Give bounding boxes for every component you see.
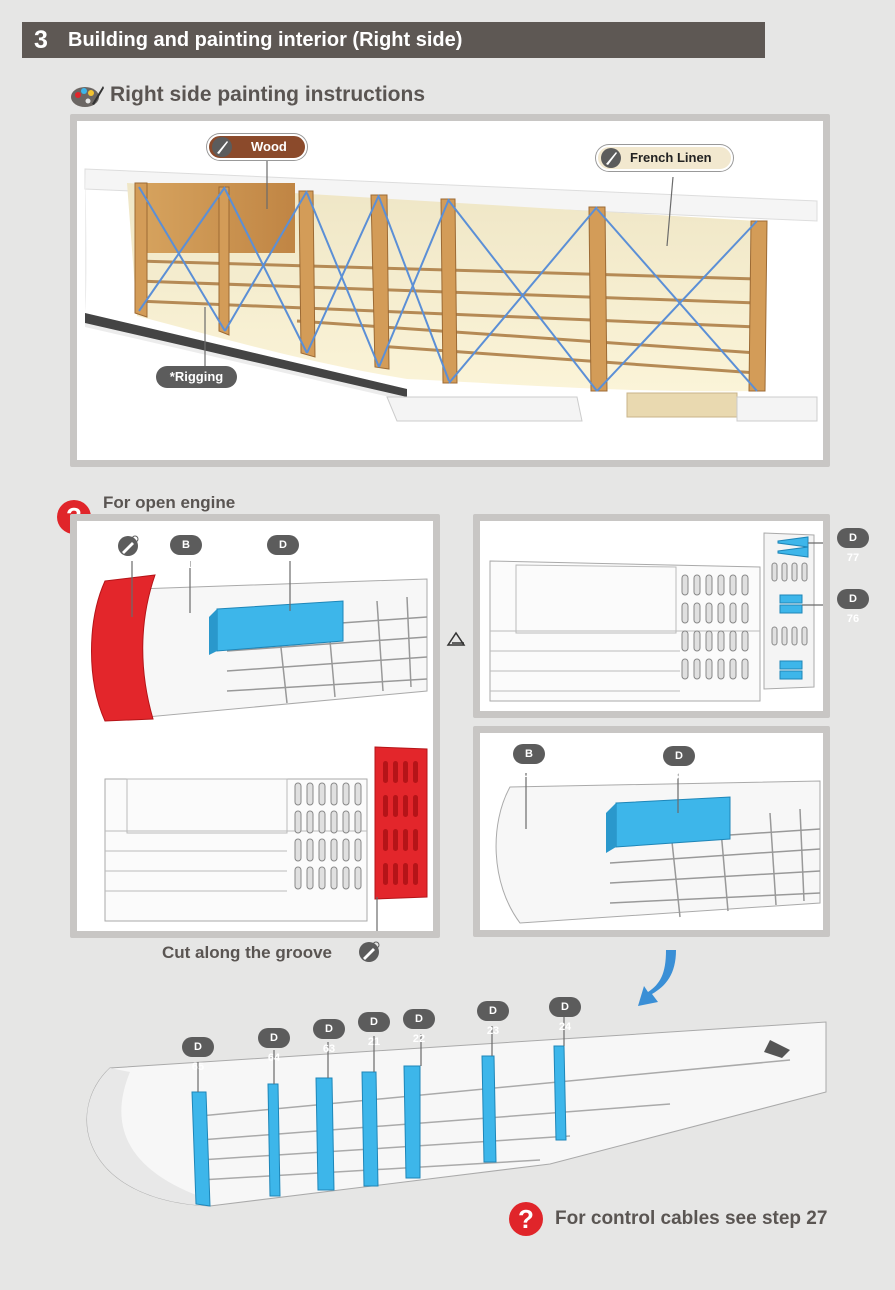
open-engine-title: For open engine: [103, 493, 236, 512]
engine-panel-left: [70, 514, 440, 938]
brush-icon: [600, 147, 622, 169]
part-d24-tag: D 24: [549, 997, 581, 1033]
painting-title: Right side painting instructions: [110, 83, 425, 106]
part-d85-tag: D 85: [267, 535, 299, 571]
part-d85-tag-2: D 85: [663, 746, 695, 782]
painting-title-row: Right side painting instructions: [70, 82, 425, 108]
part-d65-tag: D 65: [182, 1037, 214, 1073]
side-panel-illustration: [489, 532, 823, 702]
control-cables-note: For control cables see step 27: [555, 1208, 828, 1229]
fuselage-front-illustration: [495, 773, 821, 924]
palette-icon: [70, 82, 104, 108]
part-d76-tag: D 76: [837, 589, 869, 625]
step-number: 3: [34, 25, 48, 54]
arrow-icon: [636, 946, 684, 1010]
engine-panel-right-top: [473, 514, 830, 718]
fuselage-interior-illustration: [84, 161, 818, 422]
pointer-icon: [446, 631, 466, 647]
fuselage-frames-illustration: [70, 1000, 830, 1212]
painting-frame: [70, 114, 830, 467]
question-icon: ?: [509, 1202, 543, 1236]
knife-icon: [358, 941, 380, 963]
part-d23-tag: D 23: [477, 1001, 509, 1037]
part-d77-tag: D 77: [837, 528, 869, 564]
rigging-label: *Rigging: [156, 366, 237, 388]
engine-cover-illustration: [91, 561, 428, 931]
wood-label: Wood: [207, 134, 307, 160]
french-linen-label-text: French Linen: [630, 150, 712, 165]
part-d63-tag: D 63: [313, 1019, 345, 1055]
part-b01-tag: B 01: [170, 535, 202, 571]
step-header: 3 Building and painting interior (Right …: [22, 22, 765, 58]
part-d64-tag: D 64: [258, 1028, 290, 1064]
cut-groove-label: Cut along the groove: [162, 943, 332, 962]
french-linen-label: French Linen: [596, 145, 733, 171]
knife-icon: [117, 535, 139, 557]
wood-label-text: Wood: [251, 139, 287, 154]
brush-icon: [211, 136, 233, 158]
step-title: Building and painting interior (Right si…: [68, 28, 463, 51]
part-d22-tag: D 22: [403, 1009, 435, 1045]
part-d21-tag: D 21: [358, 1012, 390, 1048]
part-b01-tag-2: B 01: [513, 744, 545, 780]
